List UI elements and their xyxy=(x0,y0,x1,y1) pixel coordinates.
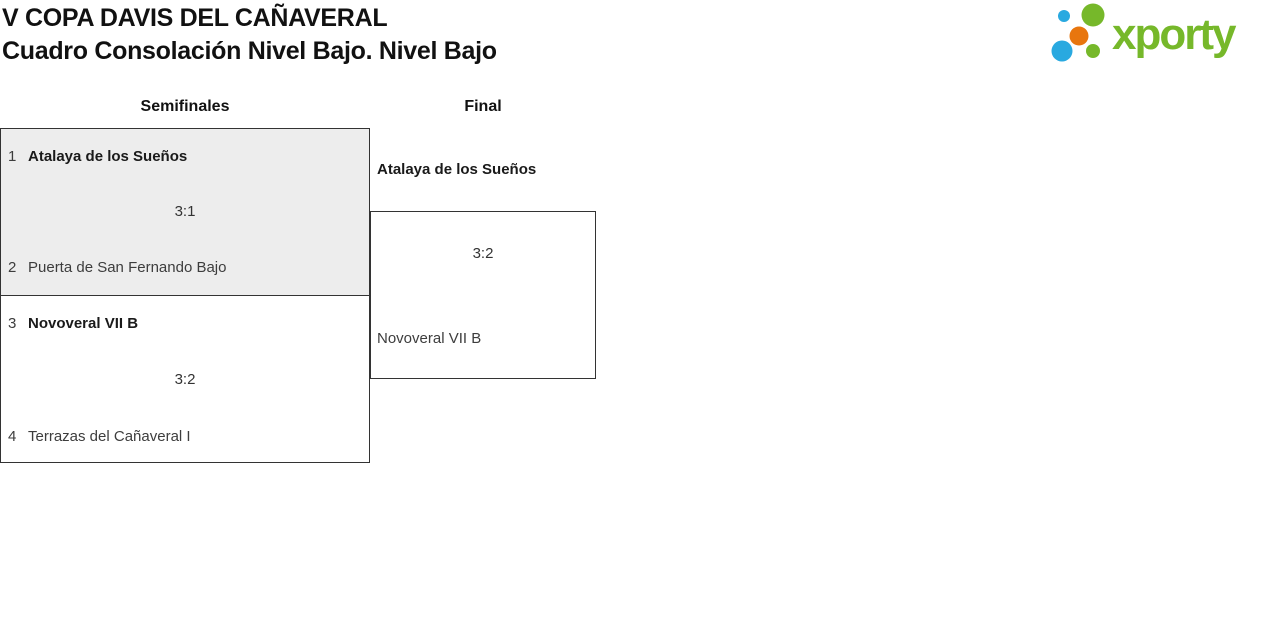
final-team1-name: Atalaya de los Sueños xyxy=(377,161,537,178)
round-header-semifinals: Semifinales xyxy=(140,98,230,115)
match-semifinal-2[interactable] xyxy=(0,295,370,463)
xporty-dots-icon xyxy=(1051,3,1105,62)
final-team1-row: Atalaya de los Sueños xyxy=(377,159,536,180)
match-final[interactable] xyxy=(370,211,596,379)
final-score: 3:2 xyxy=(472,245,494,262)
final-team2-row: Novoveral VII B xyxy=(377,328,481,349)
sf1-team2-seed: 2 xyxy=(8,259,17,276)
sf1-score: 3:1 xyxy=(174,203,196,220)
sf2-team2-name: Terrazas del Cañaveral I xyxy=(28,428,191,445)
sf1-team2-name: Puerta de San Fernando Bajo xyxy=(28,259,227,276)
sf1-team1-seed: 1 xyxy=(8,148,17,165)
bracket-subtitle: Cuadro Consolación Nivel Bajo. Nivel Baj… xyxy=(2,37,497,65)
header: V COPA DAVIS DEL CAÑAVERAL Cuadro Consol… xyxy=(2,2,497,68)
round-header-final: Final xyxy=(464,98,502,115)
sf1-team1-name: Atalaya de los Sueños xyxy=(28,148,188,165)
sf2-team1-seed: 3 xyxy=(8,315,17,332)
sf1-team2-row: 2 Puerta de San Fernando Bajo xyxy=(8,257,226,278)
tournament-title: V COPA DAVIS DEL CAÑAVERAL xyxy=(2,4,388,32)
sf2-team2-seed: 4 xyxy=(8,428,17,445)
xporty-logo[interactable]: xporty xyxy=(1048,2,1236,68)
sf1-team1-row: 1 Atalaya de los Sueños xyxy=(8,146,187,167)
xporty-wordmark: xporty xyxy=(1112,10,1236,59)
sf2-team2-row: 4 Terrazas del Cañaveral I xyxy=(8,426,191,447)
sf2-team1-name: Novoveral VII B xyxy=(28,315,139,332)
sf2-score: 3:2 xyxy=(174,371,196,388)
final-team2-name: Novoveral VII B xyxy=(377,330,482,347)
match-semifinal-1[interactable] xyxy=(0,128,370,295)
sf2-team1-row: 3 Novoveral VII B xyxy=(8,313,138,334)
